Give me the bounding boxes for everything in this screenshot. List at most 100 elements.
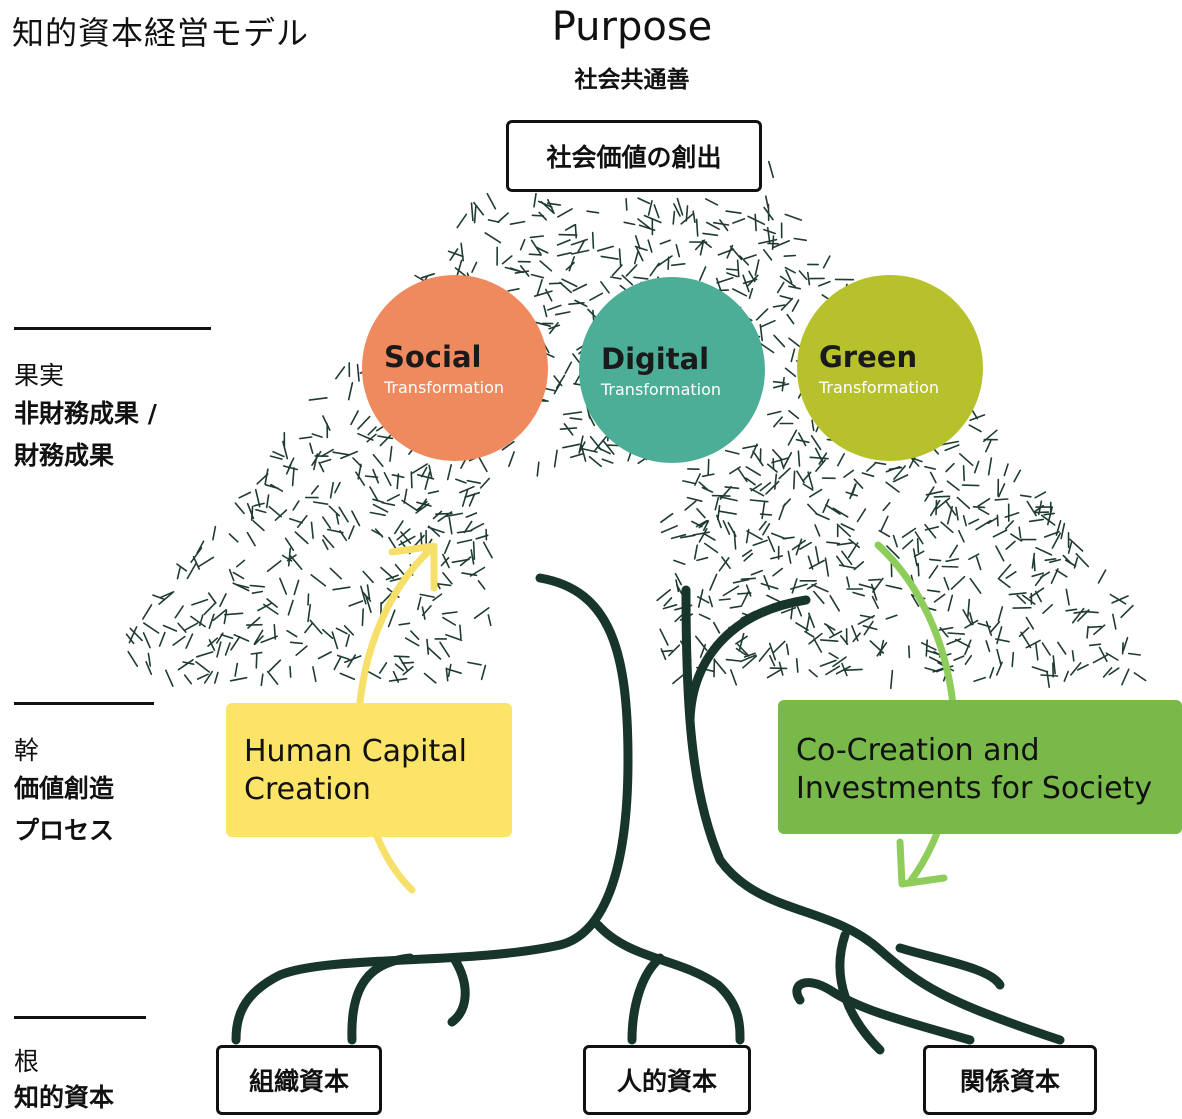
leaf-dash [262, 603, 279, 615]
leaf-dash [773, 473, 778, 490]
leaf-dash [128, 626, 138, 644]
leaf-dash [745, 477, 756, 486]
leaf-dash [1097, 569, 1107, 584]
leaf-dash [350, 410, 359, 426]
leaf-dash [782, 536, 795, 540]
leaf-dash [670, 533, 687, 540]
leaf-dash [257, 602, 272, 612]
leaf-dash [147, 652, 152, 667]
leaf-dash [722, 585, 740, 597]
leaf-dash [338, 506, 349, 523]
leaf-dash [812, 590, 825, 605]
leaf-dash [562, 411, 583, 416]
leaf-dash [1057, 641, 1067, 655]
leaf-dash [246, 531, 256, 547]
leaf-dash [401, 499, 418, 512]
card-line: Co-Creation and [796, 733, 1040, 768]
leaf-dash [785, 269, 793, 284]
leaf-dash [1043, 512, 1055, 516]
leaf-dash [423, 672, 437, 684]
leaf-dash [870, 583, 878, 601]
leaf-dash [749, 487, 765, 497]
leaf-dash [725, 210, 742, 214]
leaf-dash [940, 521, 954, 534]
leaf-dash [989, 620, 1001, 634]
leaf-dash [739, 255, 750, 266]
leaf-dash [748, 287, 754, 300]
leaf-dash [745, 528, 750, 544]
leaf-dash [1041, 642, 1051, 656]
leaf-dash [274, 509, 288, 522]
leaf-dash [447, 250, 464, 258]
leaf-dash [790, 604, 794, 620]
leaf-dash [707, 458, 710, 476]
leaf-dash [902, 539, 914, 550]
leaf-dash [234, 662, 239, 677]
leaf-dash [797, 432, 807, 447]
leaf-dash [849, 483, 857, 500]
root-bold-line-1: 知的資本 [14, 1083, 115, 1112]
leaf-dash [748, 270, 756, 283]
leaf-dash [223, 610, 228, 625]
leaf-dash [328, 505, 341, 517]
leaf-dash [967, 598, 971, 618]
leaf-dash [501, 440, 515, 451]
leaf-dash [711, 494, 731, 497]
leaf-dash [281, 554, 293, 562]
leaf-dash [742, 444, 759, 450]
leaf-dash [623, 221, 636, 226]
leaf-dash [365, 595, 372, 614]
leaf-dash [933, 495, 951, 498]
leaf-dash [768, 654, 776, 667]
leaf-dash [935, 497, 951, 510]
leaf-dash [530, 273, 545, 279]
leaf-dash [914, 531, 924, 545]
leaf-dash [750, 569, 764, 576]
leaf-dash [1105, 652, 1119, 661]
leaf-dash [268, 505, 282, 518]
leaf-dash [292, 500, 300, 511]
leaf-dash [892, 474, 909, 483]
leaf-dash [371, 529, 383, 537]
leaf-dash [415, 502, 430, 514]
leaf-dash [813, 638, 823, 653]
leaf-dash [625, 198, 628, 211]
leaf-dash [477, 580, 486, 590]
leaf-dash [633, 251, 639, 265]
leaf-dash [725, 268, 739, 271]
leaf-dash [379, 433, 393, 447]
leaf-dash [994, 638, 1010, 643]
leaf-dash [662, 603, 678, 610]
leaf-dash [357, 415, 371, 430]
leaf-dash [759, 481, 772, 492]
leaf-dash [534, 321, 552, 328]
leaf-dash [504, 266, 520, 272]
leaf-dash [247, 616, 261, 629]
leaf-dash [684, 500, 697, 511]
leaf-dash [697, 588, 704, 608]
leaf-dash [945, 462, 955, 473]
human-capital-box: 人的資本 [583, 1045, 751, 1115]
leaf-dash [729, 669, 738, 686]
leaf-dash [848, 538, 861, 549]
leaf-dash [933, 593, 946, 603]
leaf-dash [806, 582, 818, 590]
leaf-dash [784, 266, 796, 274]
leaf-dash [310, 574, 327, 587]
leaf-dash [220, 633, 234, 640]
leaf-dash [445, 667, 449, 682]
leaf-dash [985, 640, 991, 653]
leaf-dash [815, 512, 830, 521]
leaf-dash [378, 662, 388, 674]
leaf-dash [589, 435, 602, 451]
leaf-dash [439, 641, 451, 658]
leaf-dash [420, 466, 428, 478]
leaf-dash [740, 577, 757, 581]
human-capital-card: Human Capital Creation [226, 703, 512, 837]
leaf-dash [1049, 558, 1062, 564]
leaf-dash [784, 213, 803, 221]
leaf-dash [767, 160, 775, 179]
leaf-dash [427, 525, 441, 537]
leaf-dash [441, 611, 458, 615]
leaf-dash [1070, 662, 1082, 676]
